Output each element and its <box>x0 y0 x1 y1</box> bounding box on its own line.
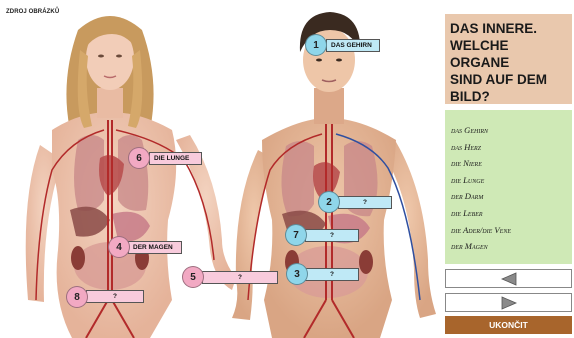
forward-button[interactable] <box>445 293 572 312</box>
answer-label-4[interactable]: DER MAGEN <box>128 241 182 254</box>
word-list-item: der Magen <box>451 238 566 255</box>
triangle-left-icon <box>501 272 517 286</box>
word-list-item: das Gehirn <box>451 122 566 139</box>
marker-8[interactable]: 8 <box>66 286 88 308</box>
word-list-item: das Herz <box>451 139 566 156</box>
word-list-item: die Ader/die Vene <box>451 222 566 239</box>
word-list: das Gehirn das Herz die Niere die Lunge … <box>445 110 572 264</box>
answer-label-2[interactable]: ? <box>338 196 392 209</box>
title-line: BILD? <box>450 88 567 105</box>
end-button[interactable]: UKONČIT <box>445 316 572 334</box>
word-list-item: die Niere <box>451 155 566 172</box>
marker-1[interactable]: 1 <box>305 34 327 56</box>
marker-7[interactable]: 7 <box>285 224 307 246</box>
word-list-item: die Lunge <box>451 172 566 189</box>
marker-2[interactable]: 2 <box>318 191 340 213</box>
image-source-link[interactable]: ZDROJ OBRÁZKŮ <box>6 9 59 15</box>
question-title: DAS INNERE. WELCHE ORGANE SIND AUF DEM B… <box>445 14 572 104</box>
word-list-item: die Leber <box>451 205 566 222</box>
marker-3[interactable]: 3 <box>286 263 308 285</box>
word-list-item: der Darm <box>451 188 566 205</box>
answer-label-5[interactable]: ? <box>202 271 278 284</box>
marker-4[interactable]: 4 <box>108 236 130 258</box>
marker-5[interactable]: 5 <box>182 266 204 288</box>
triangle-right-icon <box>501 296 517 310</box>
male-figure <box>232 12 436 338</box>
title-line: WELCHE ORGANE <box>450 37 567 71</box>
answer-label-1[interactable]: DAS GEHIRN <box>326 39 380 52</box>
answer-label-3[interactable]: ? <box>305 268 359 281</box>
back-button[interactable] <box>445 269 572 288</box>
title-line: DAS INNERE. <box>450 20 567 37</box>
answer-label-7[interactable]: ? <box>305 229 359 242</box>
title-line: SIND AUF DEM <box>450 71 567 88</box>
answer-label-6[interactable]: DIE LUNGE <box>149 152 202 165</box>
answer-label-8[interactable]: ? <box>86 290 144 303</box>
marker-6[interactable]: 6 <box>128 147 150 169</box>
